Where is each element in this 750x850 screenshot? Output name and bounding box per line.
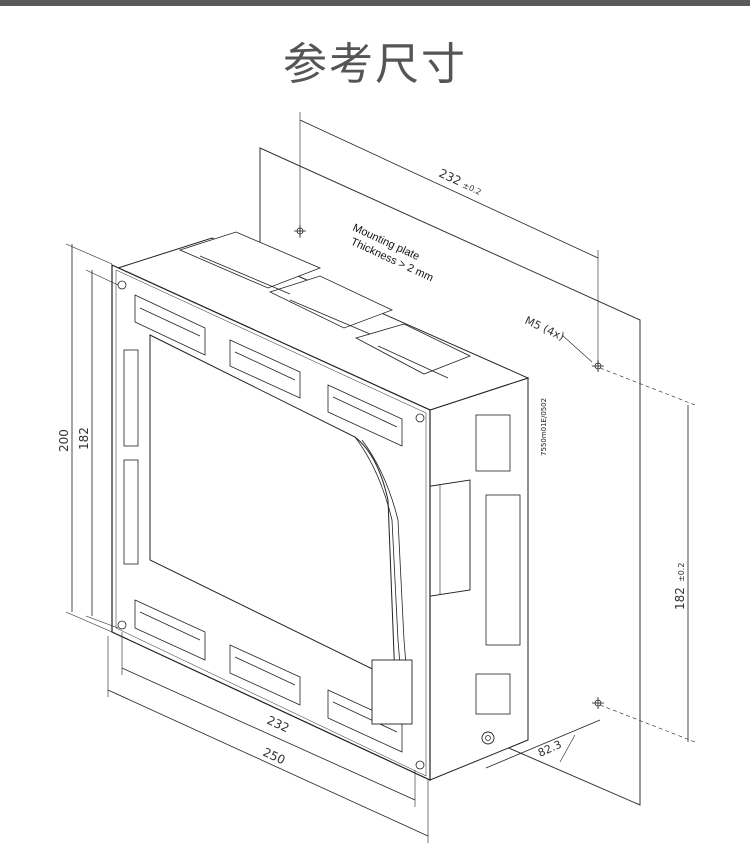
depth-dim-line [485,719,601,769]
plate-height-tolerance: ±0.2 [677,563,686,582]
mount-hole-bottom-right [592,697,604,709]
cable-connector [371,659,413,725]
display-panel [149,334,396,681]
device-width-inner-label: 232 [265,713,292,735]
mount-hole-top-left [294,225,306,237]
device-width-outer-label: 250 [261,745,288,767]
terminal-strip-left-1 [123,349,139,447]
device-height-inner-label: 182 [77,427,91,450]
plate-width-dim-line [299,119,599,259]
device-height-outer-label: 200 [57,429,71,452]
terminal-block-bottom-1 [134,599,206,661]
page-title: 参考尺寸 [283,39,467,90]
mount-hole-top-right [592,360,604,372]
terminal-block-top-1 [134,294,206,356]
top-divider-bar [0,0,750,6]
terminal-block-top-3 [327,384,403,447]
part-code-label: 7550m01E/0502 [540,398,548,456]
terminal-block-top-2 [229,339,301,399]
plate-width-tolerance: ±0.2 [461,181,482,197]
terminal-block-bottom-2 [229,644,301,706]
width-outer-dim-line [107,689,429,837]
plate-height-label: 182 [673,587,687,610]
terminal-strip-left-2 [123,459,139,565]
width-inner-dim-line [121,667,416,801]
